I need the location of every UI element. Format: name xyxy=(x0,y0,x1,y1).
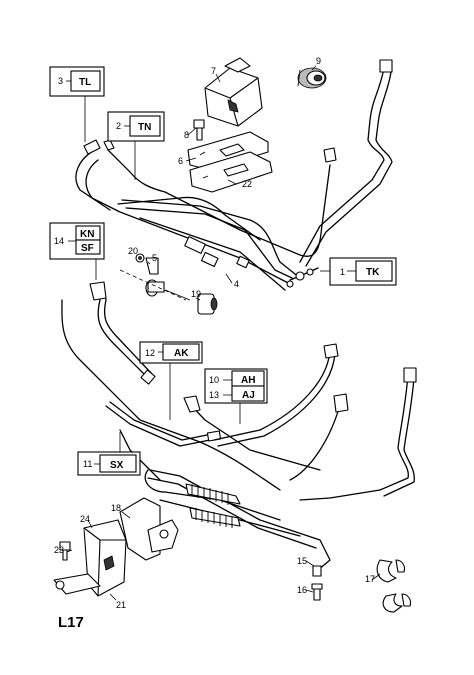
callout-number: 3 xyxy=(58,76,63,86)
part-number-19: 19 xyxy=(191,289,201,299)
callout-code: AK xyxy=(174,348,189,359)
parts-18-21-23-24-mounts xyxy=(53,497,179,597)
part-number-6: 6 xyxy=(178,156,183,166)
callout-3-tl: 3 TL xyxy=(49,66,105,97)
callout-number: 14 xyxy=(54,236,64,246)
part-9-grommet xyxy=(297,67,327,89)
callout-1-tk: 1 TK xyxy=(329,257,397,286)
callout-code: SX xyxy=(110,460,124,471)
page-code: L17 xyxy=(58,614,84,631)
part-number-18: 18 xyxy=(111,503,121,513)
callout-10-13-ah-aj: 10 13 AH AJ xyxy=(204,368,268,404)
callout-code: TL xyxy=(79,77,91,88)
part-number-21: 21 xyxy=(116,600,126,610)
callout-code-aj: AJ xyxy=(242,390,255,401)
lower-pipe-assembly xyxy=(105,343,417,601)
parts-20-5-19 xyxy=(119,253,218,315)
part-number-7: 7 xyxy=(211,66,216,76)
callout-12-ak: 12 AK xyxy=(139,341,203,364)
part-number-9: 9 xyxy=(316,56,321,66)
part-8-bolt xyxy=(193,119,205,141)
bellows-lower xyxy=(185,483,241,528)
part-number-22: 22 xyxy=(242,179,252,189)
callout-code: TK xyxy=(366,267,380,278)
lower-left-pipe xyxy=(61,281,281,491)
part-number-17: 17 xyxy=(365,574,375,584)
callout-11-sx: 11 SX xyxy=(77,451,141,476)
part-17-clips xyxy=(376,559,412,613)
part-number-23: 23 xyxy=(54,545,64,555)
callout-number: 11 xyxy=(83,459,92,469)
callout-code: TN xyxy=(138,122,151,133)
callout-number-10: 10 xyxy=(209,375,219,385)
part-number-15: 15 xyxy=(297,556,307,566)
part-7-mounting-block xyxy=(204,57,263,127)
callout-number: 1 xyxy=(340,267,345,277)
callout-2-tn: 2 TN xyxy=(107,111,165,142)
part-number-20: 20 xyxy=(128,246,138,256)
part-number-5: 5 xyxy=(152,253,157,263)
part-6-22-brackets xyxy=(187,131,273,193)
callout-code-1: KN xyxy=(80,229,94,240)
callout-number-13: 13 xyxy=(209,390,219,400)
callout-14-kn-sf: 14 KN SF xyxy=(49,222,105,260)
callout-code-2: SF xyxy=(81,243,94,254)
callout-number: 12 xyxy=(145,348,155,358)
callout-code-ah: AH xyxy=(241,375,255,386)
callout-number: 2 xyxy=(116,121,121,131)
part-number-24: 24 xyxy=(80,514,90,524)
part-number-8: 8 xyxy=(184,130,189,140)
part-number-4: 4 xyxy=(234,279,239,289)
part-number-labels: 4 5 6 7 8 9 15 16 17 18 19 20 21 22 23 2… xyxy=(54,56,375,610)
part-number-16: 16 xyxy=(297,585,307,595)
upper-pipe-assembly xyxy=(75,59,393,291)
